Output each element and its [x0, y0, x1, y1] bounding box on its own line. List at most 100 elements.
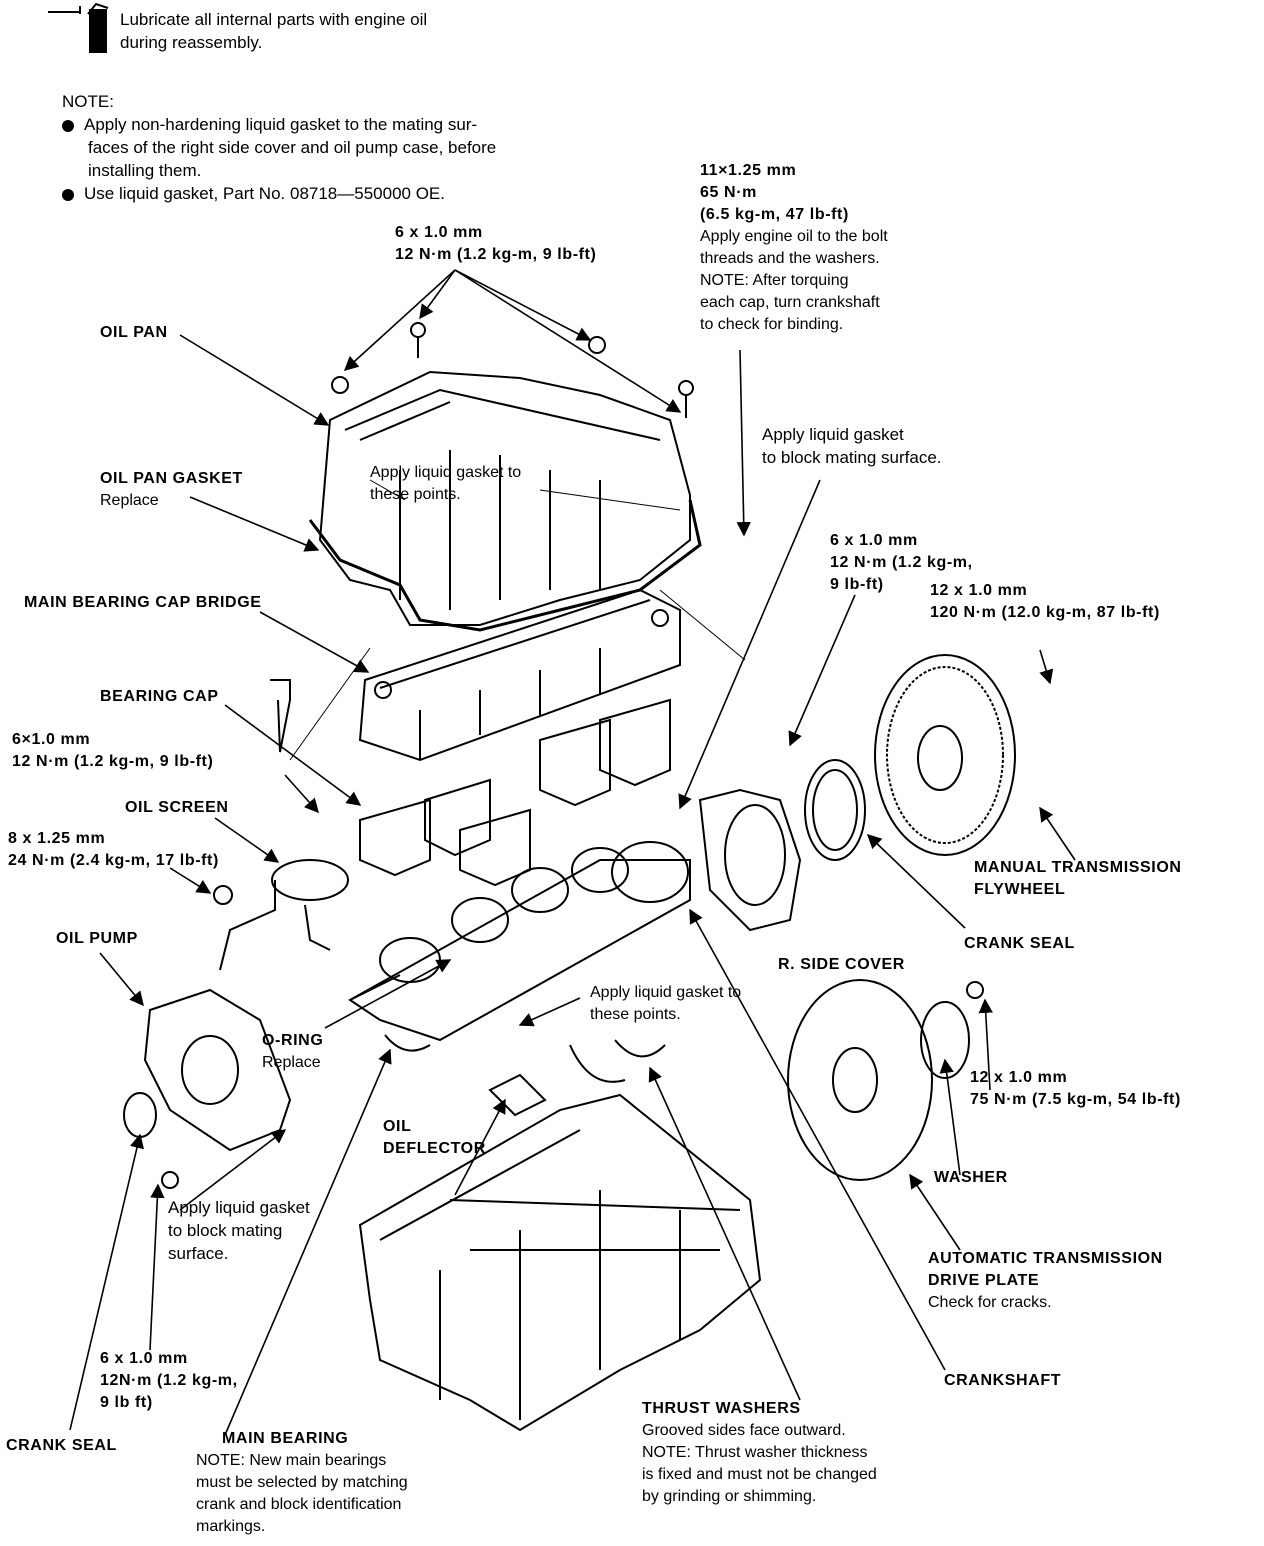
- flywheel-bolt-spec: 12 x 1.0 mm 120 N·m (12.0 kg-m, 87 lb-ft…: [930, 580, 1160, 624]
- o-ring-sub: Replace: [262, 1054, 321, 1071]
- pump-bolt-size: 6 x 1.0 mm: [100, 1350, 188, 1367]
- main-bearing-note-1: NOTE: New main bearings: [196, 1452, 387, 1469]
- engine-block: [358, 1093, 762, 1432]
- thrust-washers: [569, 1039, 666, 1083]
- r-side-cover-label: R. SIDE COVER: [778, 956, 905, 973]
- flywheel-bolt-torque: 120 N·m (12.0 kg-m, 87 lb-ft): [930, 604, 1160, 621]
- screen-nut-size: 8 x 1.25 mm: [8, 830, 106, 847]
- note-bullet-1-line-3: installing them.: [88, 161, 202, 180]
- bullet-icon: [62, 119, 74, 132]
- cap-bolt-size: 11×1.25 mm: [700, 162, 797, 179]
- bullet-icon: [62, 188, 74, 201]
- oil-pan-gasket-sub: Replace: [100, 492, 159, 509]
- apply-points-top-line-2: these points.: [370, 486, 461, 503]
- lubricate-note: Lubricate all internal parts with engine…: [120, 8, 427, 54]
- oil-deflector-label: OIL DEFLECTOR: [383, 1116, 486, 1160]
- thrust-washers-note-2: NOTE: Thrust washer thickness: [642, 1444, 868, 1461]
- apply-block-top-line-1: Apply liquid gasket: [762, 425, 904, 444]
- oil-pump-label: OIL PUMP: [56, 930, 138, 947]
- note-block: NOTE: Apply non-hardening liquid gasket …: [62, 90, 496, 205]
- cap-bolt-torque-alt: (6.5 kg-m, 47 lb-ft): [700, 206, 849, 223]
- screen-bolt-torque: 12 N·m (1.2 kg-m, 9 lb-ft): [12, 753, 214, 770]
- flywheel-bolt-size: 12 x 1.0 mm: [930, 582, 1028, 599]
- cap-bolt-note-1: Apply engine oil to the bolt: [700, 228, 888, 245]
- apply-gasket-block-top: Apply liquid gasket to block mating surf…: [762, 423, 942, 469]
- main-bearing-note-3: crank and block identification: [196, 1496, 402, 1513]
- apply-gasket-points-top: Apply liquid gasket to these points.: [370, 462, 521, 506]
- main-bearing-cap-bridge: [358, 588, 681, 762]
- cap-bolt-torque: 65 N·m: [700, 184, 757, 201]
- oil-pan-gasket-label: OIL PAN GASKET Replace: [100, 468, 243, 512]
- lubricate-line-2: during reassembly.: [120, 33, 263, 52]
- screen-bolt-spec: 6×1.0 mm 12 N·m (1.2 kg-m, 9 lb-ft): [12, 729, 213, 773]
- manual-transmission-flywheel: [874, 654, 1016, 856]
- main-bearing-title: MAIN BEARING: [222, 1430, 349, 1447]
- o-ring-title: O-RING: [262, 1032, 324, 1049]
- oil-deflector-line-1: OIL: [383, 1118, 412, 1135]
- cap-bolt-note-4: each cap, turn crankshaft: [700, 294, 880, 311]
- side-cover-bolt-size: 6 x 1.0 mm: [830, 532, 918, 549]
- main-bearing-note-2: must be selected by matching: [196, 1474, 408, 1491]
- side-cover-bolt-spec: 6 x 1.0 mm 12 N·m (1.2 kg-m, 9 lb-ft): [830, 530, 973, 596]
- thrust-washers-title: THRUST WASHERS: [642, 1400, 801, 1417]
- oil-pan-gasket-title: OIL PAN GASKET: [100, 470, 243, 487]
- thrust-washers-note-1: Grooved sides face outward.: [642, 1422, 846, 1439]
- crank-seal-left-label: CRANK SEAL: [6, 1437, 117, 1454]
- oil-pan-label: OIL PAN: [100, 324, 168, 341]
- cap-bolt-note-5: to check for binding.: [700, 316, 844, 333]
- crank-seal-right: [804, 759, 866, 861]
- crankshaft: [348, 841, 691, 1042]
- note-title: NOTE:: [62, 92, 114, 111]
- screen-bolt-size: 6×1.0 mm: [12, 731, 91, 748]
- crankshaft-label: CRANKSHAFT: [944, 1372, 1062, 1389]
- apply-gasket-points-mid: Apply liquid gasket to these points.: [590, 982, 741, 1026]
- r-side-cover: [698, 788, 802, 932]
- apply-points-mid-line-1: Apply liquid gasket to: [590, 984, 742, 1001]
- main-bearing-cap-bridge-label: MAIN BEARING CAP BRIDGE: [24, 594, 262, 611]
- bearing-caps: [270, 679, 671, 887]
- apply-block-pump-line-2: to block mating: [168, 1221, 283, 1240]
- note-bullet-1-line-2: faces of the right side cover and oil pu…: [88, 138, 497, 157]
- apply-block-pump-line-3: surface.: [168, 1244, 229, 1263]
- thrust-washers-note-3: is fixed and must not be changed: [642, 1466, 877, 1483]
- crank-seal-right-label: CRANK SEAL: [964, 935, 1075, 952]
- automatic-transmission-drive-plate: [787, 979, 984, 1181]
- oil-pump: [123, 988, 292, 1189]
- oil-screen: [213, 859, 349, 971]
- oil-can-icon: [48, 2, 109, 53]
- thrust-washers-label: THRUST WASHERS Grooved sides face outwar…: [642, 1398, 877, 1508]
- oil-screen-label: OIL SCREEN: [125, 799, 229, 816]
- manual-flywheel-line-2: FLYWHEEL: [974, 881, 1066, 898]
- apply-points-top-line-1: Apply liquid gasket to: [370, 464, 522, 481]
- pump-bolt-spec: 6 x 1.0 mm 12N·m (1.2 kg-m, 9 lb ft): [100, 1348, 238, 1414]
- cap-bolt-note-2: threads and the washers.: [700, 250, 880, 267]
- oil-deflector: [488, 1073, 547, 1117]
- note-bullet-2: Use liquid gasket, Part No. 08718—550000…: [84, 184, 445, 203]
- oil-pan: [308, 322, 702, 632]
- pump-bolt-torque: 12N·m (1.2 kg-m,: [100, 1372, 238, 1389]
- main-bearing-label: MAIN BEARING NOTE: New main bearings mus…: [196, 1428, 408, 1538]
- o-ring-label: O-RING Replace: [262, 1030, 323, 1074]
- drive-plate-bolt-spec: 12 x 1.0 mm 75 N·m (7.5 kg-m, 54 lb-ft): [970, 1067, 1181, 1111]
- lubricate-line-1: Lubricate all internal parts with engine…: [120, 10, 428, 29]
- drive-plate-bolt-size: 12 x 1.0 mm: [970, 1069, 1068, 1086]
- apply-block-pump-line-1: Apply liquid gasket: [168, 1198, 310, 1217]
- washer-label: WASHER: [934, 1169, 1008, 1186]
- screen-nut-torque: 24 N·m (2.4 kg-m, 17 lb-ft): [8, 852, 219, 869]
- apply-block-top-line-2: to block mating surface.: [762, 448, 942, 467]
- at-drive-plate-sub: Check for cracks.: [928, 1294, 1052, 1311]
- oil-pan-bolt-torque: 12 N·m (1.2 kg-m, 9 lb-ft): [395, 246, 597, 263]
- main-bearing-note-4: markings.: [196, 1518, 266, 1535]
- apply-gasket-block-pump: Apply liquid gasket to block mating surf…: [168, 1196, 310, 1265]
- cap-bolt-note-3: NOTE: After torquing: [700, 272, 849, 289]
- pump-bolt-torque-alt: 9 lb ft): [100, 1394, 153, 1411]
- side-cover-bolt-torque-alt: 9 lb-ft): [830, 576, 884, 593]
- oil-pan-bolt-size: 6 x 1.0 mm: [395, 224, 483, 241]
- at-drive-plate-label: AUTOMATIC TRANSMISSION DRIVE PLATE Check…: [928, 1248, 1163, 1314]
- manual-flywheel-line-1: MANUAL TRANSMISSION: [974, 859, 1182, 876]
- oil-pan-bolt-spec: 6 x 1.0 mm 12 N·m (1.2 kg-m, 9 lb-ft): [395, 222, 596, 266]
- drive-plate-bolt-torque: 75 N·m (7.5 kg-m, 54 lb-ft): [970, 1091, 1181, 1108]
- at-drive-plate-title-1: AUTOMATIC TRANSMISSION: [928, 1250, 1163, 1267]
- manual-flywheel-label: MANUAL TRANSMISSION FLYWHEEL: [974, 857, 1182, 901]
